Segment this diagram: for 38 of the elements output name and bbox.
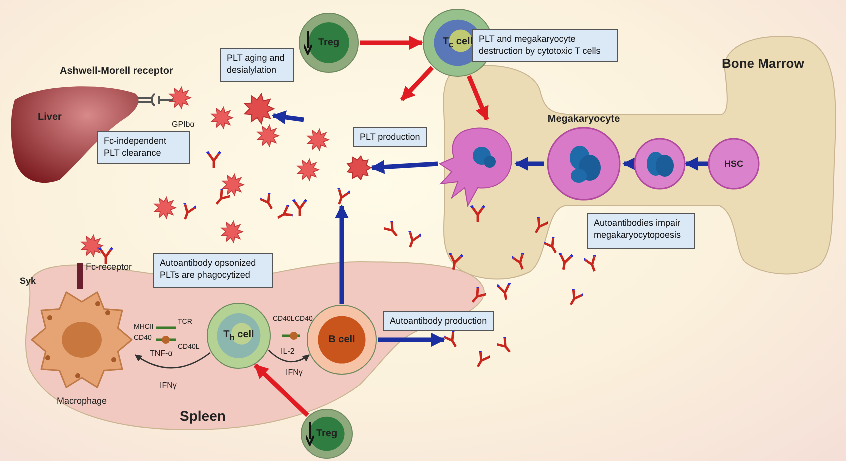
arrow: [272, 110, 304, 124]
region-label: Spleen: [180, 408, 226, 424]
edge-label: PLT production: [353, 127, 428, 147]
annotation-label: TNF-α: [150, 349, 173, 358]
curved-arrow: [134, 352, 211, 369]
cell-label: HSC: [724, 159, 744, 169]
arrow: [684, 157, 708, 171]
annotation-label: IL-2: [281, 347, 295, 356]
annotation-label: IFNγ: [286, 368, 303, 377]
cell-label: Treg: [316, 428, 338, 440]
note-box: PLT and megakaryocyte destruction by cytotoxic T cells: [472, 29, 618, 62]
arrow: [254, 364, 310, 418]
note-box: Autoantibodies impair megakaryocytopoesis: [587, 213, 695, 249]
region-label: Bone Marrow: [722, 56, 804, 71]
arrow: [622, 157, 637, 171]
annotation-label: Syk: [20, 276, 36, 286]
organ-label: Liver: [38, 112, 62, 123]
annotation-label: Ashwell-Morell receptor: [60, 66, 174, 77]
curved-arrow: [268, 350, 310, 363]
cell-label: B cell: [328, 334, 356, 346]
arrow: [400, 66, 434, 102]
cell-label: Macrophage: [56, 396, 108, 406]
cell-label: Treg: [318, 38, 340, 48]
annotation-label: Fc-receptor: [86, 262, 132, 272]
arrow: [467, 75, 490, 121]
note-box: PLT aging and desialylation: [220, 48, 294, 82]
arrow: [370, 160, 438, 174]
annotation-label: GPIbα: [172, 120, 195, 129]
arrow: [378, 333, 446, 347]
cell-label: T$_{h}$ cell: [224, 330, 254, 342]
note-box: Autoantibody opsonized PLTs are phagocytized: [153, 253, 273, 288]
arrow: [360, 36, 424, 50]
arrow: [514, 157, 544, 171]
note-box: Fc-independent PLT clearance: [97, 131, 190, 164]
cell-label: Megakaryocyte: [548, 114, 620, 125]
arrow: [335, 204, 349, 304]
edge-label: Autoantibody production: [383, 311, 494, 331]
annotation-label: IFNγ: [160, 381, 177, 390]
